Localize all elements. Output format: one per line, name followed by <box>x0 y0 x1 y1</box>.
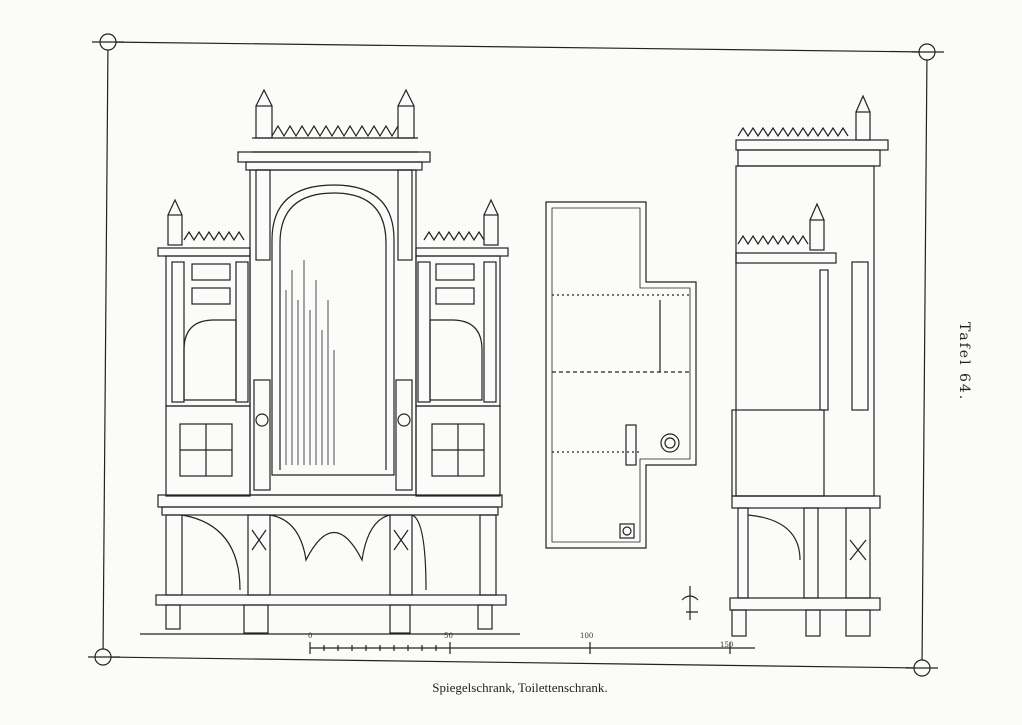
scale-tick-100: 100 <box>580 632 594 640</box>
plate-frame <box>88 33 944 677</box>
scale-tick-0: 0 <box>308 632 313 640</box>
scale-tick-150: 150 <box>720 641 734 649</box>
side-elevation <box>681 94 889 637</box>
plate-number-label: Tafel 64. <box>956 322 972 402</box>
scale-tick-50: 50 <box>444 632 453 640</box>
plan-view <box>545 201 697 549</box>
scale-bar <box>140 633 755 654</box>
plate-caption: Spiegelschrank, Toilettenschrank. <box>432 680 608 695</box>
front-elevation <box>155 88 509 634</box>
compass-monogram <box>681 586 699 620</box>
mirror-hatching <box>285 260 335 465</box>
